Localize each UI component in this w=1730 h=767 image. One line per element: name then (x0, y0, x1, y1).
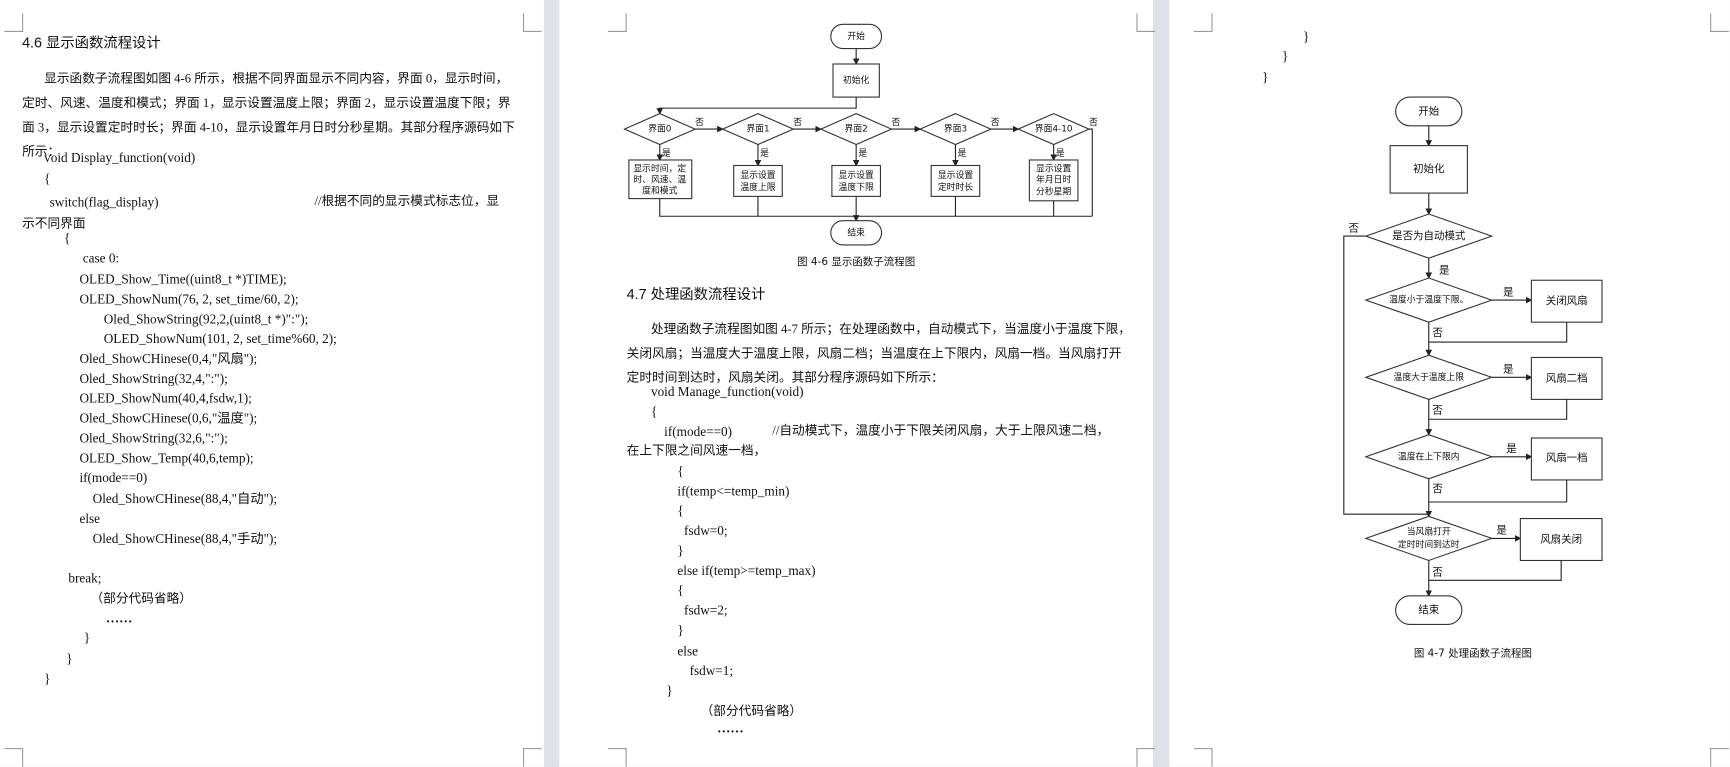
code-line: Oled_ShowCHinese(0,6,"温度"); (79, 410, 258, 426)
margin-corner (607, 13, 627, 32)
figure-caption: 图 4-7 处理函数子流程图 (1413, 647, 1532, 660)
code-line: } (677, 622, 684, 638)
code-line: { (677, 582, 684, 598)
code-comment: //自动模式下，温度小于下限关闭风扇，大于上限风速二档， (772, 424, 1110, 439)
margin-corner (1136, 13, 1156, 32)
section-heading: 4.6 显示函数流程设计 (22, 34, 161, 51)
margin-corner (1193, 748, 1213, 767)
code-line: } (83, 629, 91, 646)
code-line: OLED_Show_Temp(40,6,temp); (79, 450, 254, 466)
code-line: } (1302, 28, 1310, 45)
code-line: { (44, 171, 51, 187)
code-line: OLED_ShowNum(101, 2, set_time%60, 2); (103, 330, 337, 347)
code-line: OLED_ShowNum(40,4,fsdw,1); (79, 390, 252, 407)
code-line: } (1282, 48, 1289, 64)
section-heading: 4.7 处理函数流程设计 (626, 285, 766, 303)
figure-caption: 图 4-6 显示函数子流程图 (797, 255, 916, 269)
margin-corner (607, 748, 627, 767)
code-line: { (677, 463, 684, 479)
code-line: if(temp<=temp_min) (677, 483, 790, 499)
code-line: { (677, 503, 684, 519)
margin-corner (1193, 13, 1213, 32)
margin-corner (1136, 748, 1156, 767)
code-line: switch(flag_display) (49, 194, 159, 210)
code-line: else (79, 510, 101, 527)
code-line: else (677, 643, 699, 659)
code-line: Oled_ShowCHinese(88,4,"手动"); (92, 530, 278, 547)
code-line: OLED_Show_Time((uint8_t *)TIME); (79, 271, 287, 287)
paragraph-line: 定时、风速、温度和模式；界面 1，显示设置温度上限；界面 2，显示设置温度下限；… (22, 97, 511, 111)
code-line: Oled_ShowString(92,2,(uint8_t *)":"); (103, 311, 309, 327)
code-line: （部分代码省略） (700, 705, 803, 719)
page-2: 图 4-6 显示函数子流程图 4.7 处理函数流程设计 处理函数子流程图如图 4… (559, 0, 1156, 767)
code-line: fsdw=2; (684, 602, 728, 618)
code-line: } (666, 682, 673, 699)
page-3: } } } 图 4-7 处理函数子流程图 (1169, 0, 1730, 767)
code-line: Oled_ShowString(32,6,":"); (79, 430, 228, 446)
paragraph-line: 定时时间到达时，风扇关闭。其部分程序源码如下所示： (626, 371, 944, 386)
code-line: if(mode==0) (664, 423, 733, 440)
margin-corner (1710, 748, 1729, 767)
code-line: 示不同界面 (22, 217, 86, 231)
code-line: if(mode==0) (79, 470, 148, 486)
code-line: void Manage_function(void) (650, 383, 804, 400)
code-line: } (1262, 69, 1269, 85)
code-line: …… (717, 720, 744, 736)
code-line: fsdw=0; (684, 522, 728, 539)
code-line: 在上下限之间风速一档， (626, 444, 767, 458)
code-line: Oled_ShowCHinese(0,4,"风扇"); (79, 350, 258, 367)
paragraph-line: 显示函数子流程图如图 4-6 所示，根据不同界面显示不同内容，界面 0，显示时间… (44, 72, 509, 87)
paragraph-line: 所示： (22, 145, 61, 159)
margin-corner (1710, 13, 1729, 32)
paragraph-line: 处理函数子流程图如图 4-7 所示；在处理函数中，自动模式下，当温度小于温度下限… (650, 323, 1131, 337)
code-comment: //根据不同的显示模式标志位，显 (314, 195, 500, 209)
code-line: Oled_ShowString(32,4,":"); (79, 370, 228, 387)
code-line: else if(temp>=temp_max) (677, 562, 816, 579)
paragraph-line: 面 3，显示设置定时时长；界面 4-10，显示设置年月日时分秒星期。其部分程序源… (22, 121, 515, 135)
code-line: fsdw=1; (689, 663, 734, 679)
code-line: { (63, 230, 71, 247)
code-line: （部分代码省略） (90, 592, 192, 606)
paragraph-line: 关闭风扇；当温度大于温度上限，风扇二档；当温度在上下限内，风扇一档。当风扇打开 (626, 347, 1122, 361)
code-line: } (66, 650, 73, 667)
margin-corner (4, 748, 24, 767)
page-1: 4.6 显示函数流程设计 显示函数子流程图如图 4-6 所示，根据不同界面显示不… (0, 0, 544, 767)
code-line: case 0: (82, 250, 120, 266)
code-line: OLED_ShowNum(76, 2, set_time/60, 2); (79, 291, 299, 307)
code-line: Oled_ShowCHinese(88,4,"自动"); (92, 490, 278, 507)
margin-corner (522, 13, 542, 32)
code-line: } (44, 670, 51, 687)
code-line: break; (68, 570, 102, 586)
code-line: void Display_function(void) (44, 150, 196, 166)
code-line: …… (105, 610, 133, 626)
margin-corner (4, 13, 24, 32)
code-line: { (650, 403, 658, 420)
margin-corner (522, 748, 542, 767)
code-line: } (677, 542, 684, 559)
